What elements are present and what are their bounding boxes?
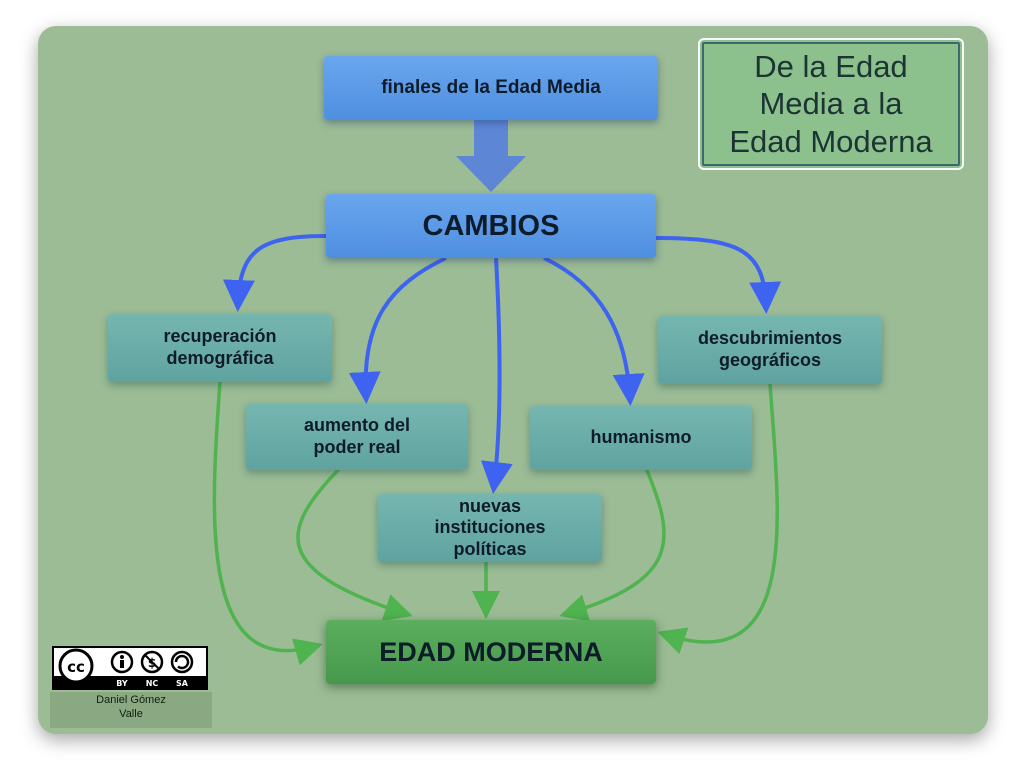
node-finales-label: finales de la Edad Media (381, 76, 601, 98)
diagram-title: De la Edad Media a la Edad Moderna (729, 49, 933, 159)
node-recuperacion-label: recuperación demográfica (163, 326, 277, 368)
node-humanismo: humanismo (530, 406, 752, 470)
node-cambios: CAMBIOS (326, 194, 656, 258)
node-descubrimientos-geograficos: descubrimientos geográficos (658, 316, 882, 384)
node-edad-moderna: EDAD MODERNA (326, 620, 656, 684)
node-nuevas-instituciones-politicas: nuevas instituciones políticas (378, 494, 602, 562)
node-humanismo-label: humanismo (590, 427, 692, 448)
svg-text:cc: cc (67, 658, 85, 676)
license-author: Daniel Gómez Valle (50, 692, 212, 728)
cc-term-sa: SA (176, 679, 189, 688)
cc-logo-icon: cc $ BY NC SA (54, 648, 206, 688)
node-nuevas-label: nuevas instituciones políticas (434, 495, 546, 559)
cc-term-nc: NC (146, 679, 159, 688)
license-badge: cc $ BY NC SA Daniel Gómez Valle (50, 644, 212, 728)
node-finales-edad-media: finales de la Edad Media (324, 56, 658, 120)
diagram-title-box: De la Edad Media a la Edad Moderna (698, 38, 964, 170)
node-cambios-label: CAMBIOS (422, 209, 560, 242)
cc-badge-frame: cc $ BY NC SA (52, 646, 208, 690)
node-aumento-poder-real: aumento del poder real (246, 404, 468, 470)
node-aumento-label: aumento del poder real (303, 415, 410, 457)
node-descubrimientos-label: descubrimientos geográficos (697, 328, 843, 370)
node-recuperacion-demografica: recuperación demográfica (108, 314, 332, 382)
cc-term-by: BY (116, 679, 128, 688)
node-edad-moderna-label: EDAD MODERNA (379, 636, 603, 667)
